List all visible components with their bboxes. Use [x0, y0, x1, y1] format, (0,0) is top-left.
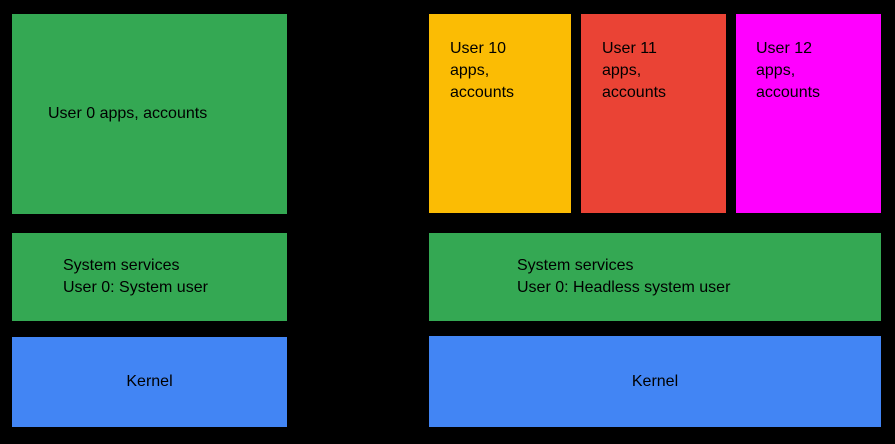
left-kernel-label: Kernel: [126, 373, 173, 390]
right-kernel-box: Kernel: [429, 336, 881, 427]
left-kernel-box: Kernel: [12, 337, 287, 427]
right-system-services-label: System services User 0: Headless system …: [517, 257, 731, 296]
user11-apps-label: User 11 apps, accounts: [602, 40, 667, 101]
left-system-services-box: System services User 0: System user: [12, 233, 287, 321]
user11-apps-box: User 11 apps, accounts: [581, 14, 726, 213]
user10-apps-box: User 10 apps, accounts: [429, 14, 571, 213]
right-system-services-box: System services User 0: Headless system …: [429, 233, 881, 321]
right-kernel-label: Kernel: [631, 372, 679, 390]
user12-apps-label: User 12 apps, accounts: [756, 40, 821, 101]
user12-apps-box: User 12 apps, accounts: [736, 14, 881, 213]
user10-apps-label: User 10 apps, accounts: [450, 40, 515, 101]
user0-apps-label: User 0 apps, accounts: [48, 105, 208, 122]
user0-apps-box: User 0 apps, accounts: [12, 14, 287, 214]
left-system-services-label: System services User 0: System user: [63, 257, 208, 296]
